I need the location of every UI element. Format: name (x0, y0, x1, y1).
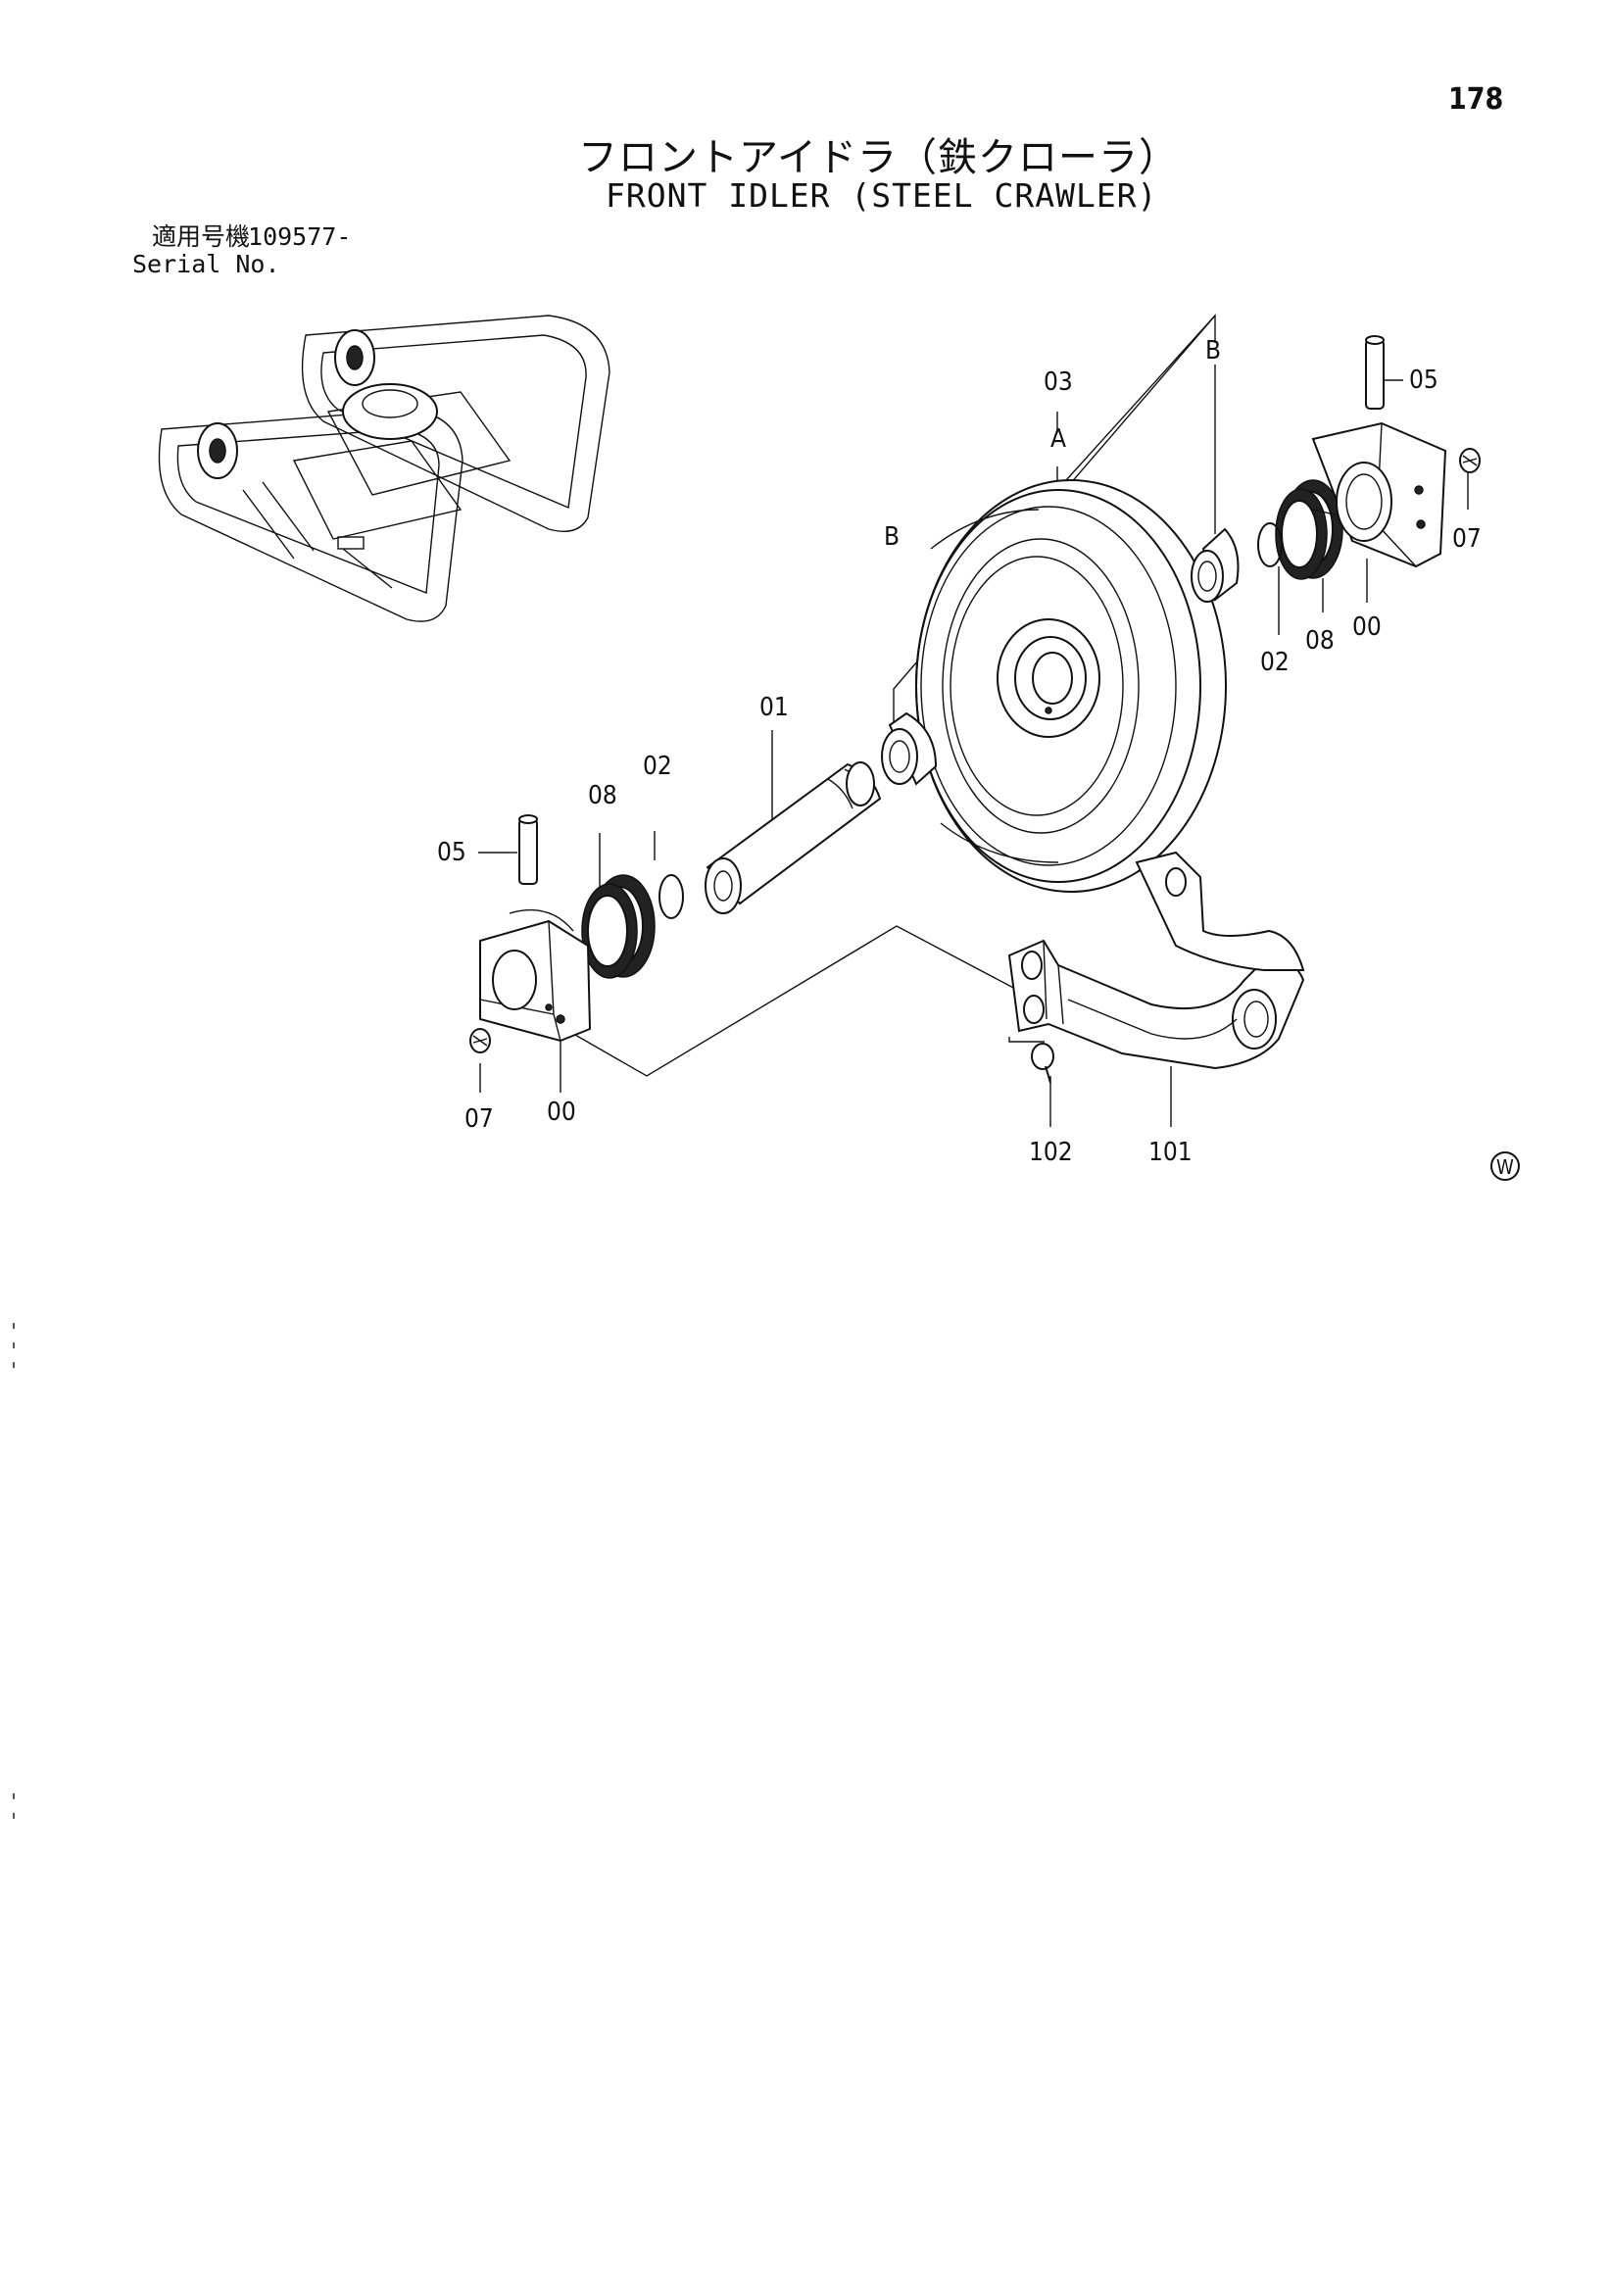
right-pin-05 (1365, 335, 1385, 410)
undercarriage-overview-illustration (158, 315, 610, 622)
left-floating-seal-08 (581, 874, 656, 979)
ref-b-right: B (1205, 336, 1221, 366)
right-floating-seal-08 (1275, 479, 1343, 580)
callout-07-left: 07 (464, 1104, 494, 1134)
left-plug-07 (469, 1028, 491, 1053)
callout-02-right: 02 (1260, 648, 1290, 677)
right-o-ring-02 (1257, 522, 1283, 567)
idler-yoke-101 (1007, 851, 1305, 1070)
serial-label-english: Serial No. (132, 250, 280, 278)
right-bushing-b (1191, 527, 1240, 603)
serial-label-japanese: 適用号機 (152, 222, 251, 251)
callout-02-left: 02 (643, 752, 672, 781)
callout-08-left: 08 (588, 781, 617, 810)
callout-05-right: 05 (1409, 366, 1438, 395)
callout-08-right: 08 (1305, 626, 1335, 656)
callout-07-right: 07 (1452, 524, 1482, 554)
reference-lines (478, 314, 1469, 1127)
ref-b-left: B (884, 522, 900, 552)
page-number: 178 (1448, 82, 1504, 117)
page-title-english: FRONT IDLER (STEEL CRAWLER) (606, 176, 1158, 215)
callout-00-left: 00 (547, 1098, 576, 1127)
callout-00-right: 00 (1352, 612, 1382, 642)
callout-03: 03 (1044, 367, 1073, 397)
serial-value: 109577- (248, 222, 352, 251)
callout-102: 102 (1029, 1138, 1073, 1167)
left-bushing-b (881, 711, 938, 786)
serial-block: 適用号機109577- Serial No. (132, 223, 351, 278)
right-support-bracket-00 (1311, 421, 1447, 568)
callout-labels: 01 02 08 05 07 00 03 A B B 05 07 00 08 0… (437, 336, 1482, 1167)
callout-101: 101 (1148, 1138, 1193, 1167)
bolt-102 (1031, 1043, 1054, 1084)
left-support-bracket-00 (479, 908, 592, 1043)
callout-01: 01 (759, 693, 789, 722)
left-pin-05 (518, 814, 538, 885)
corner-mark-letter: W (1496, 1155, 1514, 1179)
corner-mark: W (1490, 1151, 1520, 1181)
left-o-ring-02 (658, 874, 684, 919)
page-title-japanese: フロントアイドラ（鉄クローラ） (578, 135, 1179, 180)
idler-shaft-01 (705, 761, 882, 914)
front-idler-wheel (915, 479, 1227, 893)
right-plug-07 (1459, 448, 1481, 473)
callout-05-left: 05 (437, 838, 466, 867)
ref-a: A (1050, 424, 1066, 454)
